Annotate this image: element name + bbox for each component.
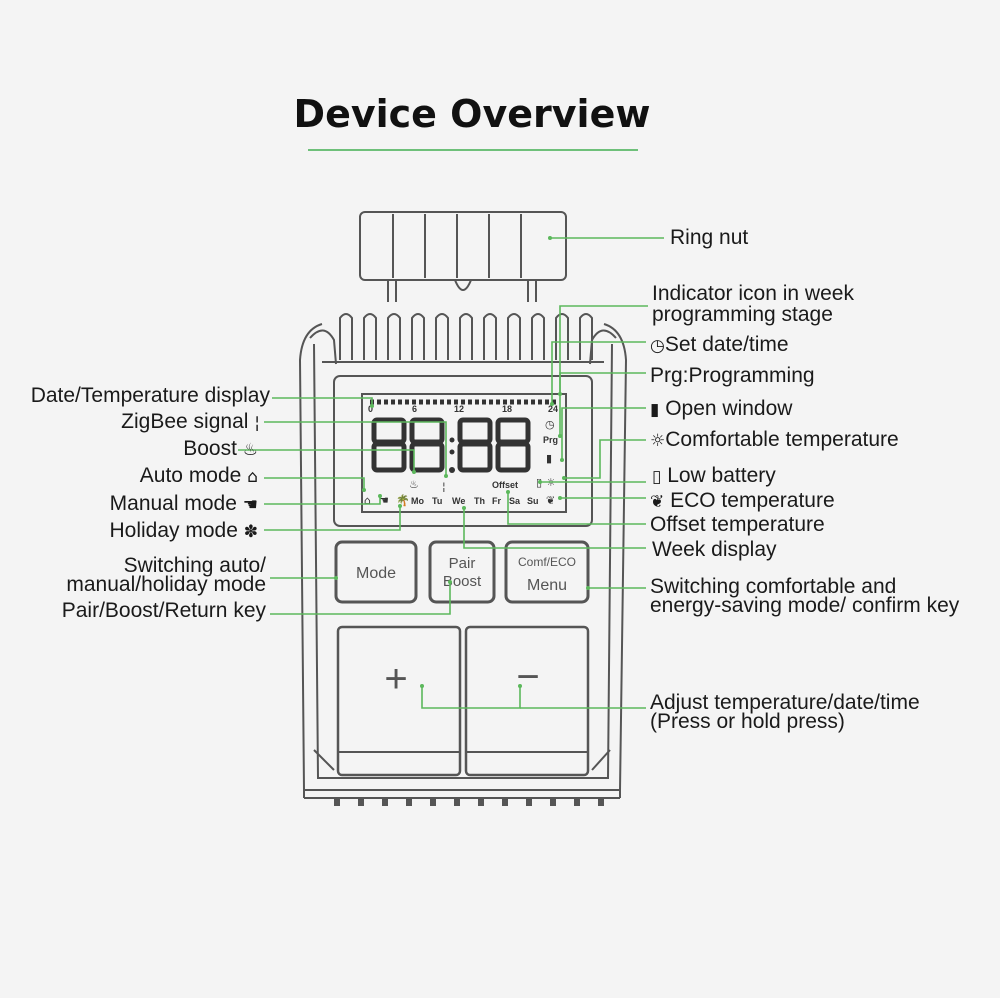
thermostat-body: [298, 313, 628, 799]
leaf-icon: ❦: [650, 492, 665, 512]
label-low-battery: ▯ Low battery: [652, 465, 776, 488]
lcd-frame: [333, 375, 593, 527]
label-date-temp: Date/Temperature display: [30, 384, 270, 407]
lcd-signal-icon: ¦: [442, 480, 446, 493]
label-zigbee-text: ZigBee signal: [121, 410, 249, 433]
palm-icon: ✽: [243, 522, 258, 542]
label-open-window: ▮ Open window: [650, 398, 792, 421]
label-pair-key: Pair/Boost/Return key: [61, 599, 266, 622]
label-eco-text: ECO temperature: [670, 489, 835, 512]
lcd-flame-icon: ♨: [409, 478, 419, 491]
label-offset: Offset temperature: [650, 513, 825, 536]
lcd-scale-24: 24: [548, 404, 558, 414]
label-zigbee: ZigBee signal ¦: [121, 411, 260, 434]
lcd-scale-12: 12: [454, 404, 464, 414]
label-switching-2: manual/holiday mode: [66, 573, 266, 596]
label-adjust-2: (Press or hold press): [650, 710, 845, 733]
label-indicator-2: programming stage: [652, 303, 833, 326]
label-auto-mode-text: Auto mode: [139, 464, 242, 487]
lcd-day-su: Su: [527, 496, 539, 506]
menu-label: Menu: [527, 577, 567, 594]
lcd-day-fr: Fr: [492, 496, 501, 506]
flame-icon: ♨: [242, 440, 258, 460]
lcd-hand-icon: ☚: [379, 494, 389, 507]
label-adjust-1: Adjust temperature/date/time: [650, 691, 920, 714]
leader-lines: [238, 237, 664, 709]
hand-icon: ☚: [242, 495, 258, 515]
label-switch-comf-1: Switching comfortable and: [650, 575, 897, 598]
comf-eco-label: Comf/ECO: [518, 555, 576, 569]
title-underline: [308, 149, 638, 151]
lcd-leaf-icon: ❦: [546, 494, 555, 507]
comf-eco-menu-button[interactable]: [504, 540, 590, 604]
bottom-teeth: [334, 798, 604, 806]
lcd-day-sa: Sa: [509, 496, 521, 506]
lcd-scale-0: 0: [368, 404, 373, 414]
sun-icon: ☼: [650, 431, 666, 451]
label-eco: ❦ ECO temperature: [650, 490, 835, 513]
pair-label: Pair: [449, 555, 476, 572]
page-title: Device Overview: [293, 92, 651, 136]
lcd-prg: Prg: [543, 435, 558, 445]
lcd-day-tu: Tu: [432, 496, 442, 506]
ring-nut: [359, 211, 567, 302]
label-open-window-text: Open window: [665, 397, 793, 420]
label-comfortable: ☼Comfortable temperature: [650, 429, 899, 452]
label-switching-1: Switching auto/: [123, 554, 266, 577]
minus-button[interactable]: [464, 625, 590, 777]
label-boost: Boost ♨: [183, 438, 258, 461]
lcd-digits: [371, 417, 531, 473]
label-indicator-1: Indicator icon in week: [652, 282, 854, 305]
label-low-battery-text: Low battery: [667, 464, 776, 487]
boost-label: Boost: [443, 573, 482, 590]
label-boost-text: Boost: [183, 437, 237, 460]
lcd-house-icon: ⌂: [364, 494, 371, 507]
label-manual-mode-text: Manual mode: [109, 492, 237, 515]
lcd-day-th: Th: [474, 496, 485, 506]
label-comfortable-text: Comfortable temperature: [665, 428, 899, 451]
lcd-clock-icon: ◷: [545, 418, 555, 431]
label-ring-nut: Ring nut: [670, 226, 749, 249]
label-switch-comf-2: energy-saving mode/ confirm key: [650, 594, 960, 617]
lcd-palm-icon: 🌴: [396, 494, 410, 507]
mode-button[interactable]: [334, 540, 418, 604]
lcd-day-mo: Mo: [411, 496, 424, 506]
minus-sign: −: [516, 655, 539, 699]
mode-button-label: Mode: [356, 565, 396, 582]
lcd-day-we: We: [452, 496, 465, 506]
label-prg: Prg:Programming: [650, 364, 815, 387]
door-icon: ▮: [650, 400, 660, 420]
lcd-door-icon: ▮: [546, 452, 552, 465]
lcd-scale-6: 6: [412, 404, 417, 414]
plus-sign: +: [384, 657, 407, 701]
plus-button[interactable]: [336, 625, 462, 777]
label-auto-mode: Auto mode ⌂: [140, 465, 258, 488]
battery-icon: ▯: [652, 467, 662, 487]
lcd-offset: Offset: [492, 480, 518, 490]
label-holiday-mode-text: Holiday mode: [109, 519, 238, 542]
house-icon: ⌂: [247, 467, 258, 487]
signal-icon: ¦: [254, 413, 260, 433]
lcd-scale-18: 18: [502, 404, 512, 414]
label-holiday-mode: Holiday mode ✽: [110, 520, 259, 543]
label-set-date-text: Set date/time: [664, 333, 789, 356]
label-manual-mode: Manual mode ☚: [110, 493, 258, 516]
clock-icon: ◷: [650, 336, 665, 356]
label-set-date: ◷Set date/time: [650, 334, 789, 357]
label-week: Week display: [652, 538, 777, 561]
pair-boost-button[interactable]: [428, 540, 496, 604]
